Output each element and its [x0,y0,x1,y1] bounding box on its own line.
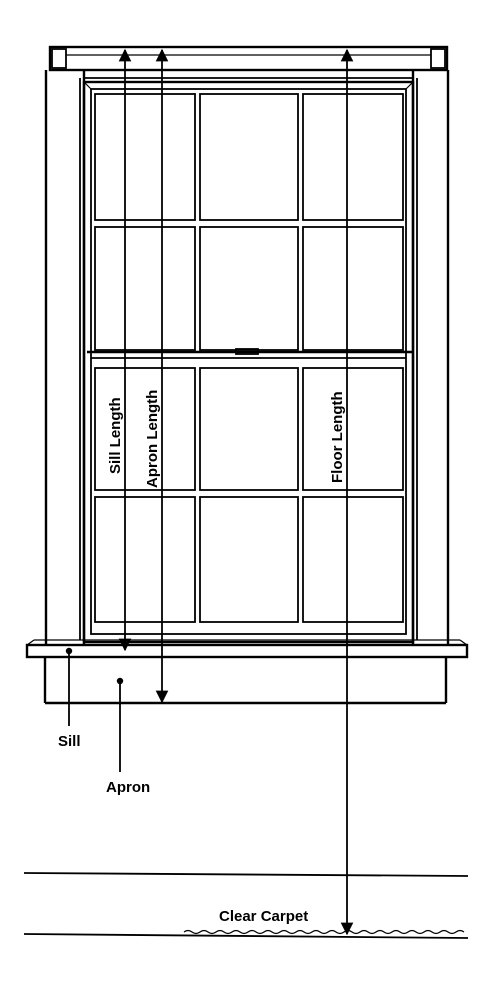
apron-label: Apron [106,779,150,796]
apron-length-label: Apron Length [144,390,161,488]
upper-sash [94,93,404,351]
clear-carpet-label: Clear Carpet [219,908,308,925]
floor-length-label: Floor Length [329,391,346,483]
sill-callout [65,647,73,726]
sill-label: Sill [58,733,81,750]
window-frame [82,80,415,644]
apron-callout [116,677,124,772]
sill-length-label: Sill Length [107,397,124,474]
window-apron [43,657,448,705]
meeting-rail [87,348,412,359]
curtain-rod [48,45,449,72]
floor [23,872,469,939]
window-sill [25,639,469,659]
lower-sash [94,367,404,623]
